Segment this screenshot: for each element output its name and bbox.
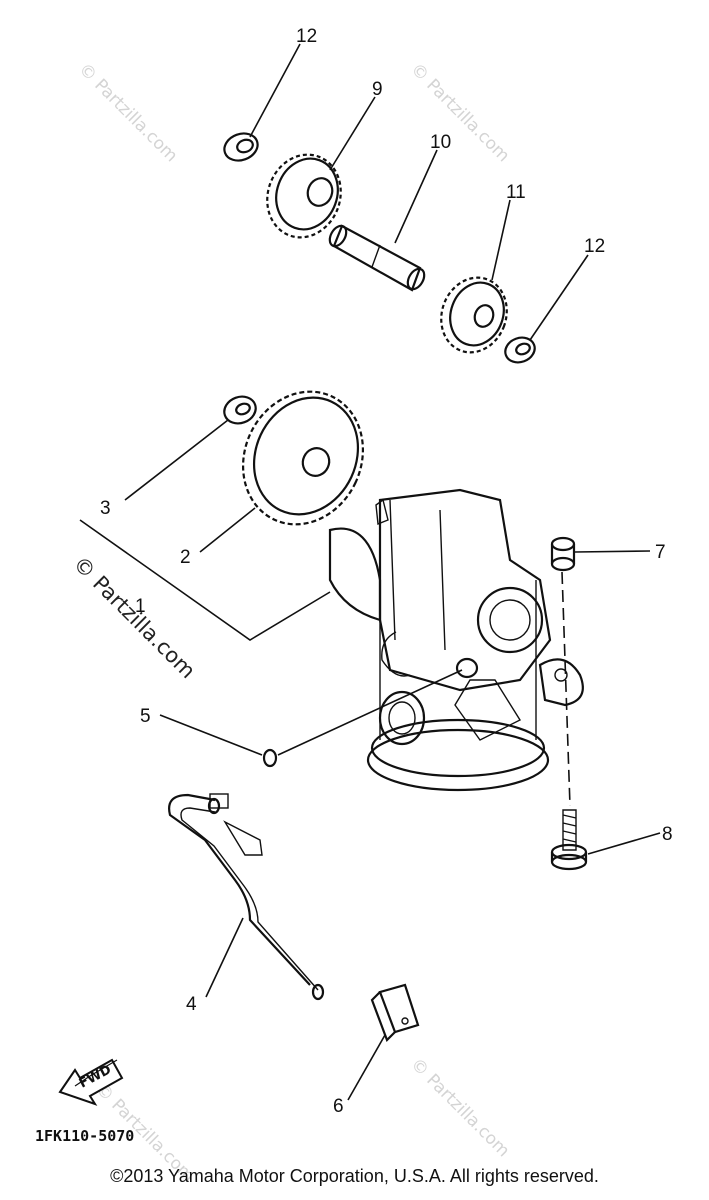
- leader-lines: [79, 43, 661, 1101]
- callout-5: 5: [140, 706, 151, 727]
- callout-12-right: 12: [584, 236, 605, 257]
- watermark-top-right: © Partzilla.com: [406, 59, 513, 166]
- callout-4: 4: [186, 994, 197, 1015]
- callout-labels: 12 9 10 11 12 3 2 1 5 7 8 4 6: [100, 26, 673, 1117]
- o-ring-5: [262, 748, 278, 768]
- fwd-arrow: FWD: [58, 1058, 124, 1106]
- callout-7: 7: [655, 542, 666, 563]
- callout-10: 10: [430, 132, 451, 153]
- diagram-code: 1FK110-5070: [35, 1127, 134, 1145]
- watermark-top-left: © Partzilla.com: [74, 59, 181, 166]
- washer-3: [223, 395, 257, 425]
- gear-9: [266, 153, 342, 239]
- bolt-8: [550, 809, 588, 871]
- pipe-4: [168, 793, 325, 1001]
- callout-12-top: 12: [296, 26, 317, 47]
- callout-8: 8: [662, 824, 673, 845]
- watermark-left: © Partzilla.com: [68, 552, 200, 684]
- callout-2: 2: [180, 547, 191, 568]
- gear-2: [241, 390, 365, 526]
- callout-9: 9: [372, 79, 383, 100]
- callout-11: 11: [506, 182, 526, 203]
- oil-pump-assembly: [328, 488, 584, 792]
- callout-1: 1: [135, 596, 146, 617]
- callout-6: 6: [333, 1096, 344, 1117]
- shaft-10: [328, 224, 426, 292]
- dowel-7: [550, 536, 576, 572]
- plate-6: [370, 983, 420, 1042]
- watermark-bottom-right: © Partzilla.com: [406, 1054, 513, 1161]
- washer-12-right: [504, 336, 536, 364]
- watermark-group: © Partzilla.com © Partzilla.com © Partzi…: [68, 59, 513, 1186]
- gear-11: [440, 276, 508, 354]
- washer-12-top: [223, 132, 259, 162]
- callout-3: 3: [100, 498, 111, 519]
- copyright-notice: ©2013 Yamaha Motor Corporation, U.S.A. A…: [110, 1166, 599, 1186]
